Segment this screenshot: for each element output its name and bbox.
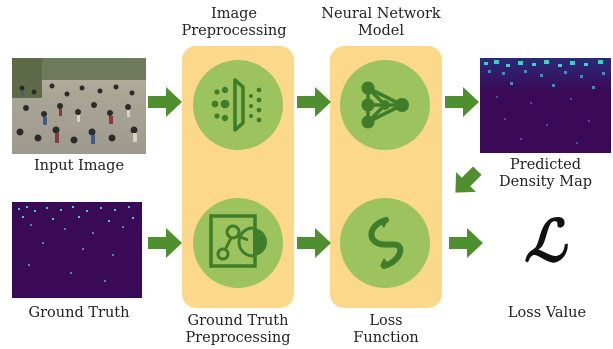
green-arrow-icon [445,87,479,117]
ground-truth-preprocessing-node [193,198,283,288]
loss-function-label: Loss Function [353,313,419,346]
green-arrow-icon [297,87,331,117]
loss-swirl-icon [368,217,404,269]
green-arrow-icon [148,87,182,117]
neural-network-node [340,60,430,150]
image-preprocessing-node [193,60,283,150]
arrow-preprocessing-to-model [297,87,331,117]
node-graph-icon [209,214,267,268]
arrow-predicted-to-loss [455,166,482,193]
arrow-groundtruth-to-preprocessing [148,228,182,258]
green-arrow-icon [449,228,483,258]
green-arrow-icon [455,166,482,193]
ground-truth-density-map [12,202,142,298]
predicted-density-map [480,58,611,153]
image-preprocessing-label: Image Preprocessing [181,6,287,39]
green-arrow-icon [297,228,331,258]
loss-value-label: Loss Value [507,305,587,321]
density-map-icon [18,206,134,282]
ground-truth-label: Ground Truth [28,305,130,321]
filter-dots-icon [211,78,262,132]
ground-truth-preprocessing-label: Ground Truth Preprocessing [185,313,291,346]
loss-function-node [340,198,430,288]
crowd-photo-icon [12,58,146,144]
arrow-gtpreprocessing-to-loss [297,228,331,258]
predicted-density-map-label: Predicted Density Map [498,157,593,190]
green-arrow-icon [148,228,182,258]
loss-symbol: ℒ [524,207,566,275]
arrow-input-to-preprocessing [148,87,182,117]
input-image [12,58,146,154]
arrow-loss-to-lossvalue [449,228,483,258]
density-map-icon [484,60,605,144]
neural-network-model-label: Neural Network Model [321,6,441,39]
neural-network-icon [361,81,409,129]
arrow-model-to-predicted [445,87,479,117]
input-image-label: Input Image [33,158,125,174]
